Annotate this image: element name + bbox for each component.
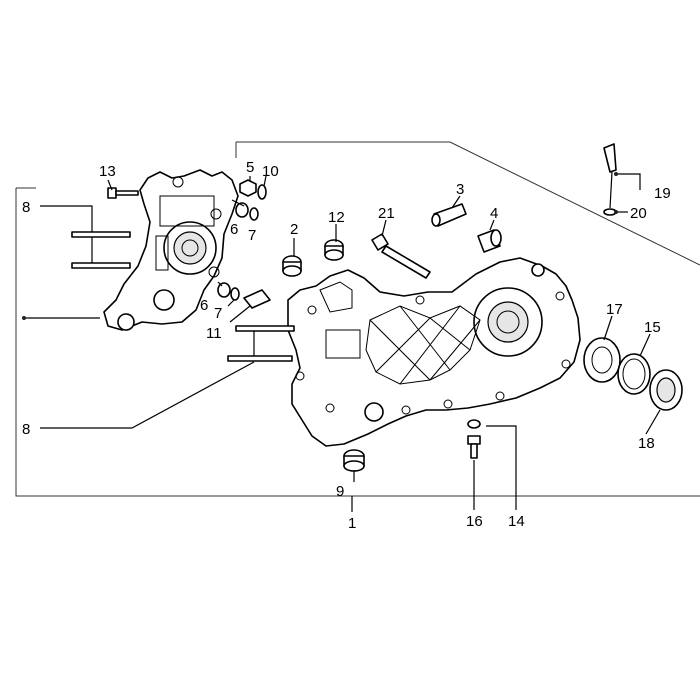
callout-17: 17 (606, 301, 623, 318)
case-bolt-holes (295, 291, 571, 415)
right-crankcase-half[interactable] (287, 257, 581, 447)
leader-dot (22, 316, 26, 320)
callout-10: 10 (262, 163, 279, 180)
screw-13[interactable] (107, 187, 139, 199)
washer-10[interactable] (257, 184, 267, 200)
washer-7-upper[interactable] (249, 207, 259, 221)
bearing-17[interactable] (583, 337, 621, 383)
washer-7-lower[interactable] (230, 287, 240, 301)
callout-6-upper: 6 (230, 221, 238, 238)
callout-labels: 13 8 8 5 10 6 7 6 7 11 2 12 21 3 4 19 20… (22, 159, 671, 532)
pin-3[interactable] (431, 203, 467, 227)
callout-20: 20 (630, 205, 647, 222)
callout-16: 16 (466, 513, 483, 530)
left-crankcase-half[interactable] (103, 169, 239, 331)
callout-8-upper: 8 (22, 199, 30, 216)
bush-4[interactable] (477, 229, 502, 253)
bush-9[interactable] (343, 449, 365, 472)
callout-4: 4 (490, 205, 498, 222)
callout-18: 18 (638, 435, 655, 452)
callout-7-upper: 7 (248, 227, 256, 244)
leader-dot (614, 210, 618, 214)
callout-9: 9 (336, 483, 344, 500)
nut-5-upper[interactable] (239, 179, 257, 197)
callout-5: 5 (246, 159, 254, 176)
callout-13: 13 (99, 163, 116, 180)
dowel-pin-11[interactable] (243, 289, 271, 309)
callout-2: 2 (290, 221, 298, 238)
nut-6-upper[interactable] (235, 202, 249, 218)
leader-lines (24, 173, 661, 512)
circlip-15[interactable] (617, 353, 651, 395)
callout-11: 11 (206, 325, 222, 342)
screw-16[interactable] (467, 435, 481, 459)
callout-21: 21 (378, 205, 395, 222)
oil-seal-18[interactable] (649, 369, 683, 411)
callout-14: 14 (508, 513, 525, 530)
washer-14[interactable] (467, 419, 481, 429)
assembly-frame (15, 141, 700, 497)
bush-12[interactable] (324, 239, 344, 261)
nut-6-lower[interactable] (217, 282, 231, 298)
dipstick-19[interactable] (603, 143, 617, 216)
callout-12: 12 (328, 209, 345, 226)
stud-bolts-lower[interactable] (227, 325, 295, 362)
callout-6-lower: 6 (200, 297, 208, 314)
callout-19: 19 (654, 185, 671, 202)
callout-8-lower: 8 (22, 421, 30, 438)
callout-3: 3 (456, 181, 464, 198)
callout-1: 1 (348, 515, 356, 532)
sensor-21[interactable] (371, 233, 431, 279)
callout-15: 15 (644, 319, 661, 336)
callout-7-lower: 7 (214, 305, 222, 322)
stud-bolts-upper[interactable] (71, 231, 131, 269)
leader-dot (614, 172, 618, 176)
bush-2[interactable] (282, 255, 302, 277)
